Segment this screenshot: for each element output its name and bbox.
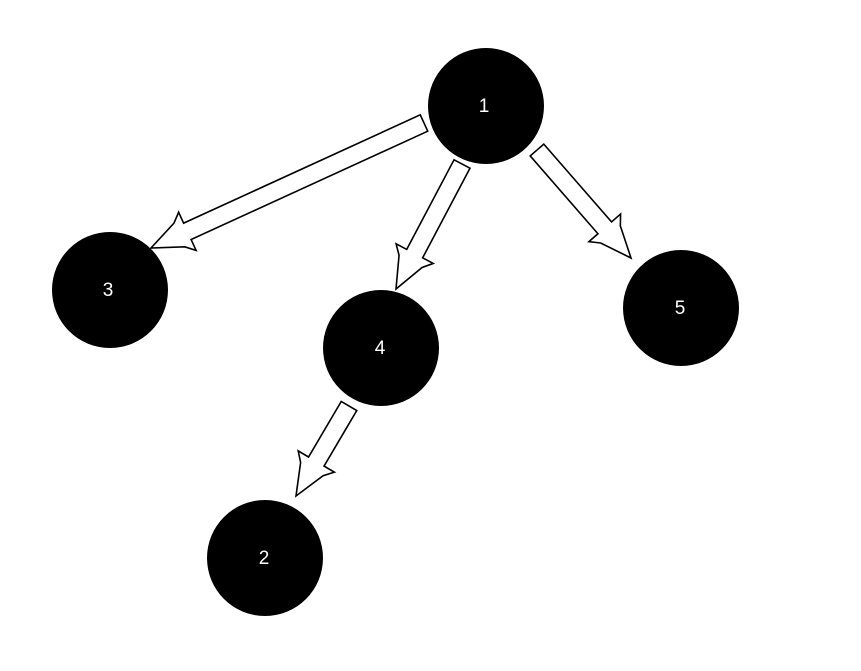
edge-arrow-4-to-2[interactable] [294,400,358,498]
node-label-1: 1 [479,96,490,117]
node-3[interactable]: 3 [52,232,168,348]
node-circle-3[interactable] [52,232,168,348]
nodes-layer: 1 2 3 4 5 [52,48,739,616]
node-label-2: 2 [259,548,270,569]
node-circle-4[interactable] [323,290,439,406]
node-5[interactable]: 5 [623,250,739,366]
edge-arrow-1-to-4[interactable] [394,158,472,291]
node-4[interactable]: 4 [323,290,439,406]
node-2[interactable]: 2 [207,500,323,616]
node-label-5: 5 [675,298,686,319]
node-circle-2[interactable] [207,500,323,616]
node-label-4: 4 [375,338,386,359]
edge-arrow-1-to-3[interactable] [149,113,429,252]
node-label-3: 3 [103,280,114,301]
edge-arrow-1-to-5[interactable] [529,142,633,260]
node-1[interactable]: 1 [428,48,544,164]
edges-layer [149,113,633,498]
node-circle-5[interactable] [623,250,739,366]
node-circle-1[interactable] [428,48,544,164]
